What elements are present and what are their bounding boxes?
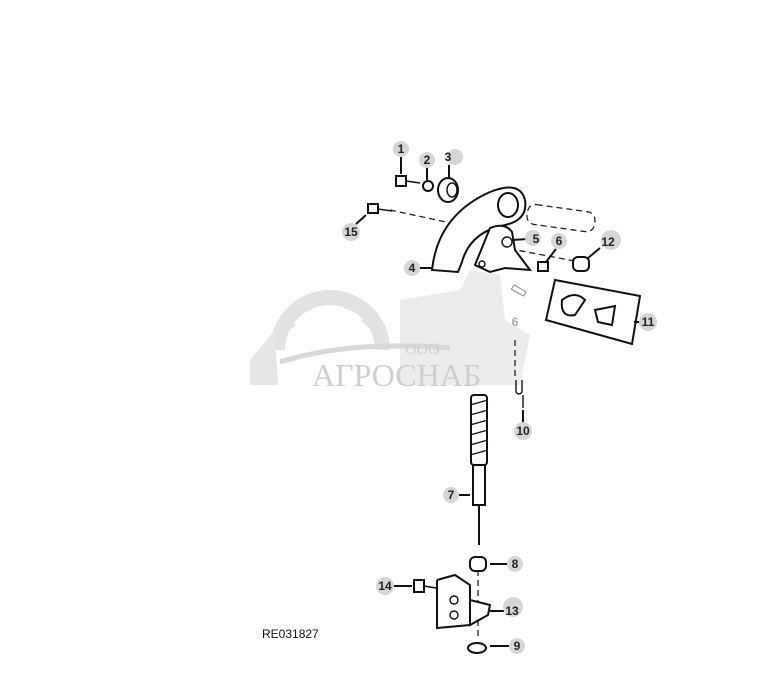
callout-6: 6 [551,233,567,249]
callout-10: 10 [514,422,532,440]
washer [422,180,434,192]
bolt [367,203,393,214]
callout-3: 3 [445,149,463,165]
svg-text:11: 11 [642,315,655,329]
svg-text:5: 5 [533,232,540,246]
bushing [572,256,590,272]
svg-text:10: 10 [516,424,530,438]
callout-15: 15 [342,223,360,241]
hardware-kit [544,278,642,346]
lever-arm [430,186,527,274]
callout-14: 14 [376,577,394,595]
bushing [437,177,459,203]
bolt [395,175,421,187]
mounting-bracket [436,573,492,630]
svg-text:6: 6 [512,315,519,329]
leader-lines [355,157,640,647]
callout-4: 4 [404,260,420,276]
watermark-name: АГРОСНАБ [312,357,481,393]
callout-7: 7 [443,487,459,503]
svg-text:14: 14 [378,579,392,593]
callout-13: 13 [503,597,523,618]
svg-text:2: 2 [424,153,431,167]
svg-text:13: 13 [505,604,519,618]
diagram-code: RE031827 [262,627,319,641]
svg-text:7: 7 [448,488,455,502]
bracket [473,224,533,274]
nut [537,261,549,272]
svg-text:1: 1 [398,142,405,156]
svg-text:6: 6 [556,234,563,248]
rod-with-spring [469,394,489,545]
clip [515,380,523,395]
svg-text:15: 15 [344,225,358,239]
svg-text:8: 8 [512,557,519,571]
svg-text:9: 9 [514,639,521,653]
callout-6-faded: 6 [512,315,519,329]
spring-clip [469,556,487,572]
svg-text:4: 4 [409,261,416,275]
svg-text:12: 12 [601,235,615,249]
roll-pin [510,284,527,297]
callout-2: 2 [419,152,435,168]
callout-9: 9 [509,638,525,654]
callout-5: 5 [525,230,541,246]
svg-text:3: 3 [445,150,452,164]
bolt [413,579,437,593]
callout-8: 8 [507,556,523,572]
watermark-logo: ООО АГРОСНАБ [250,270,530,393]
callout-1: 1 [393,141,409,157]
callout-12: 12 [601,230,621,250]
nut [467,642,487,654]
callout-11: 11 [639,313,657,331]
watermark-prefix: ООО [405,341,440,358]
